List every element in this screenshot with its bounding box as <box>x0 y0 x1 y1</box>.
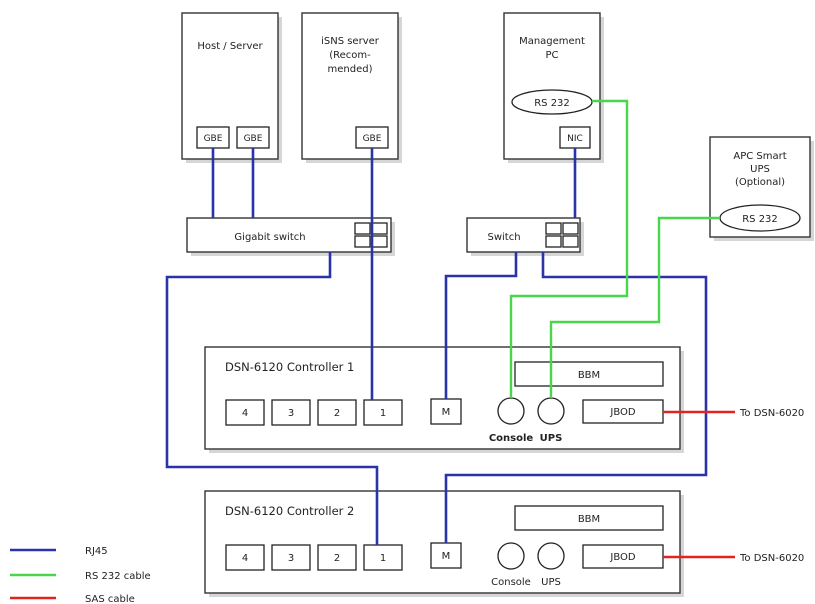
controller-2-port-4 <box>225 544 265 571</box>
host-gbe-port-1-label: GBE <box>204 134 223 144</box>
controller-2-port-1-label: 1 <box>380 553 386 564</box>
controller-2-jbod-label: JBOD <box>609 552 636 563</box>
controller-2-jbod-target: To DSN-6020 <box>739 553 804 564</box>
controller-1-ups-port <box>537 397 565 425</box>
controller-2-port-1 <box>363 544 403 571</box>
controller-1-bbm-label: BBM <box>578 370 600 381</box>
management-pc: Management PC RS 232 NIC <box>503 12 604 163</box>
controller-2-ups-port <box>537 542 565 570</box>
mgmt-label-line1: Management <box>519 36 585 47</box>
controller-1-title: DSN-6120 Controller 1 <box>225 360 354 374</box>
controller-2-port-4-label: 4 <box>242 553 248 564</box>
controller-2-title: DSN-6120 Controller 2 <box>225 504 354 518</box>
controller-1-jbod-label: JBOD <box>609 407 636 418</box>
controller-1-bbm <box>514 361 664 387</box>
gigabit-switch-label: Gigabit switch <box>234 232 305 243</box>
isns-label-line2: (Recom- <box>329 50 371 61</box>
isns-label-line3: mended) <box>328 64 373 75</box>
rs232-cables <box>509 99 720 398</box>
isns-server: iSNS server (Recom- mended) GBE <box>301 12 402 163</box>
controller-2-bbm-label: BBM <box>578 514 600 525</box>
controller-1-port-3-label: 3 <box>288 408 294 419</box>
apc-smart-ups: APC Smart UPS (Optional) RS 232 <box>709 136 814 241</box>
controller-1: DSN-6120 Controller 1 4 3 2 1 M BBM Cons… <box>204 346 684 453</box>
isns-gbe-port-label: GBE <box>363 134 382 144</box>
controller-1-port-3 <box>271 399 311 426</box>
host-server: Host / Server GBE GBE <box>181 12 282 163</box>
legend-rs232-label: RS 232 cable <box>85 571 151 582</box>
legend: RJ45 RS 232 cable SAS cable <box>10 546 151 604</box>
controller-2-port-3 <box>271 544 311 571</box>
rj45-cables <box>165 148 708 545</box>
apc-label-line3: (Optional) <box>735 177 785 188</box>
controller-2-console-port <box>497 542 525 570</box>
mgmt-label-line2: PC <box>545 50 558 61</box>
host-gbe-port-2-label: GBE <box>244 134 263 144</box>
controller-2-console-label: Console <box>491 577 531 588</box>
sas-cables <box>663 410 735 559</box>
controller-2-bbm <box>514 505 664 531</box>
controller-1-port-4-label: 4 <box>242 408 248 419</box>
controller-1-jbod-target: To DSN-6020 <box>739 408 804 419</box>
switch: Switch <box>466 217 584 256</box>
legend-rj45-label: RJ45 <box>85 546 108 557</box>
gigabit-switch: Gigabit switch <box>186 217 395 256</box>
controller-1-port-4 <box>225 399 265 426</box>
controller-1-port-1-label: 1 <box>380 408 386 419</box>
apc-label-line1: APC Smart <box>733 151 786 162</box>
controller-2-port-3-label: 3 <box>288 553 294 564</box>
controller-2-ups-label: UPS <box>541 577 561 588</box>
host-server-label: Host / Server <box>197 41 263 52</box>
switch-label: Switch <box>487 232 520 243</box>
controller-1-console-port <box>497 397 525 425</box>
controller-1-ups-label: UPS <box>540 433 563 444</box>
apc-rs232-label: RS 232 <box>742 214 778 225</box>
controller-1-mgmt-port-label: M <box>442 407 451 418</box>
mgmt-rs232-label: RS 232 <box>534 98 570 109</box>
controller-1-port-2-label: 2 <box>334 408 340 419</box>
controller-1-console-label: Console <box>489 433 534 444</box>
controller-1-port-1 <box>363 399 403 426</box>
apc-label-line2: UPS <box>750 164 770 175</box>
controller-2-port-2-label: 2 <box>334 553 340 564</box>
controller-1-port-2 <box>317 399 357 426</box>
mgmt-nic-label: NIC <box>567 134 583 144</box>
controller-2-mgmt-port-label: M <box>442 551 451 562</box>
controller-2-port-2 <box>317 544 357 571</box>
legend-sas-label: SAS cable <box>85 594 135 604</box>
isns-label-line1: iSNS server <box>321 36 380 47</box>
controller-2: DSN-6120 Controller 2 4 3 2 1 M BBM Cons… <box>204 490 684 597</box>
